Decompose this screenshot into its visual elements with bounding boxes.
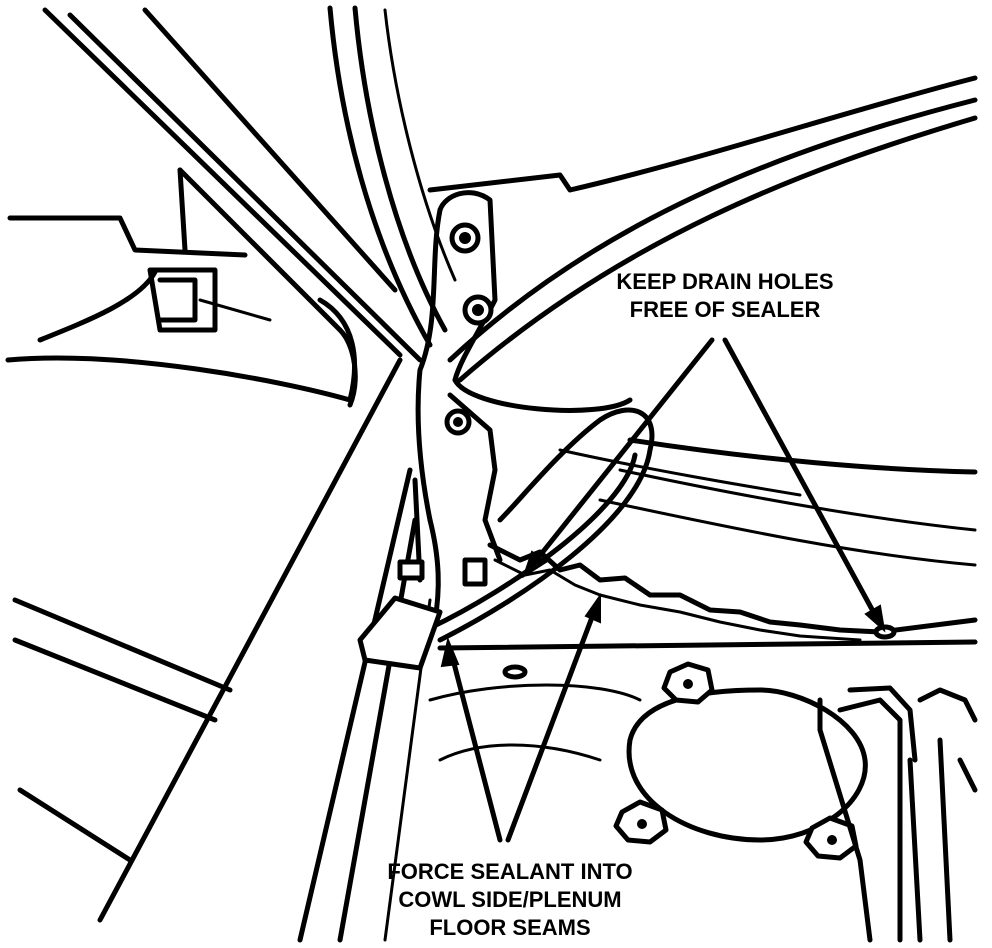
drain-hole	[502, 664, 528, 680]
leader-arrow	[440, 636, 503, 843]
hose-pipes	[817, 685, 978, 943]
door-inner-panel	[5, 167, 358, 408]
callout-line: FREE OF SEALER	[629, 297, 821, 322]
bolt-head	[462, 557, 488, 587]
leader-arrow	[522, 337, 715, 579]
bolt-head	[803, 815, 859, 861]
callout-force-sealant: FORCE SEALANT INTO COWL SIDE/PLENUM FLOO…	[340, 858, 680, 942]
bolt-head	[397, 559, 425, 581]
cowl-side-block	[357, 595, 443, 671]
bolt-head	[613, 799, 669, 845]
callout-line: KEEP DRAIN HOLES	[616, 269, 834, 294]
callout-line: FORCE SEALANT INTO	[387, 859, 633, 884]
plenum-floor-seam	[437, 542, 978, 651]
bolt-head	[462, 294, 494, 326]
bolt-head	[444, 408, 472, 436]
leader-arrow	[722, 337, 886, 633]
door-lower-lines	[12, 597, 233, 863]
leader-arrow	[505, 592, 601, 843]
bolt-head	[661, 661, 715, 705]
sealant-bead	[427, 407, 655, 643]
windshield-pillar	[42, 5, 457, 363]
cowl-side-bracket	[412, 190, 633, 623]
callout-keep-drain-holes: KEEP DRAIN HOLES FREE OF SEALER	[560, 268, 890, 324]
callout-line: COWL SIDE/PLENUM	[398, 887, 622, 912]
callout-line: FLOOR SEAMS	[429, 915, 591, 940]
bolt-head	[449, 222, 481, 254]
